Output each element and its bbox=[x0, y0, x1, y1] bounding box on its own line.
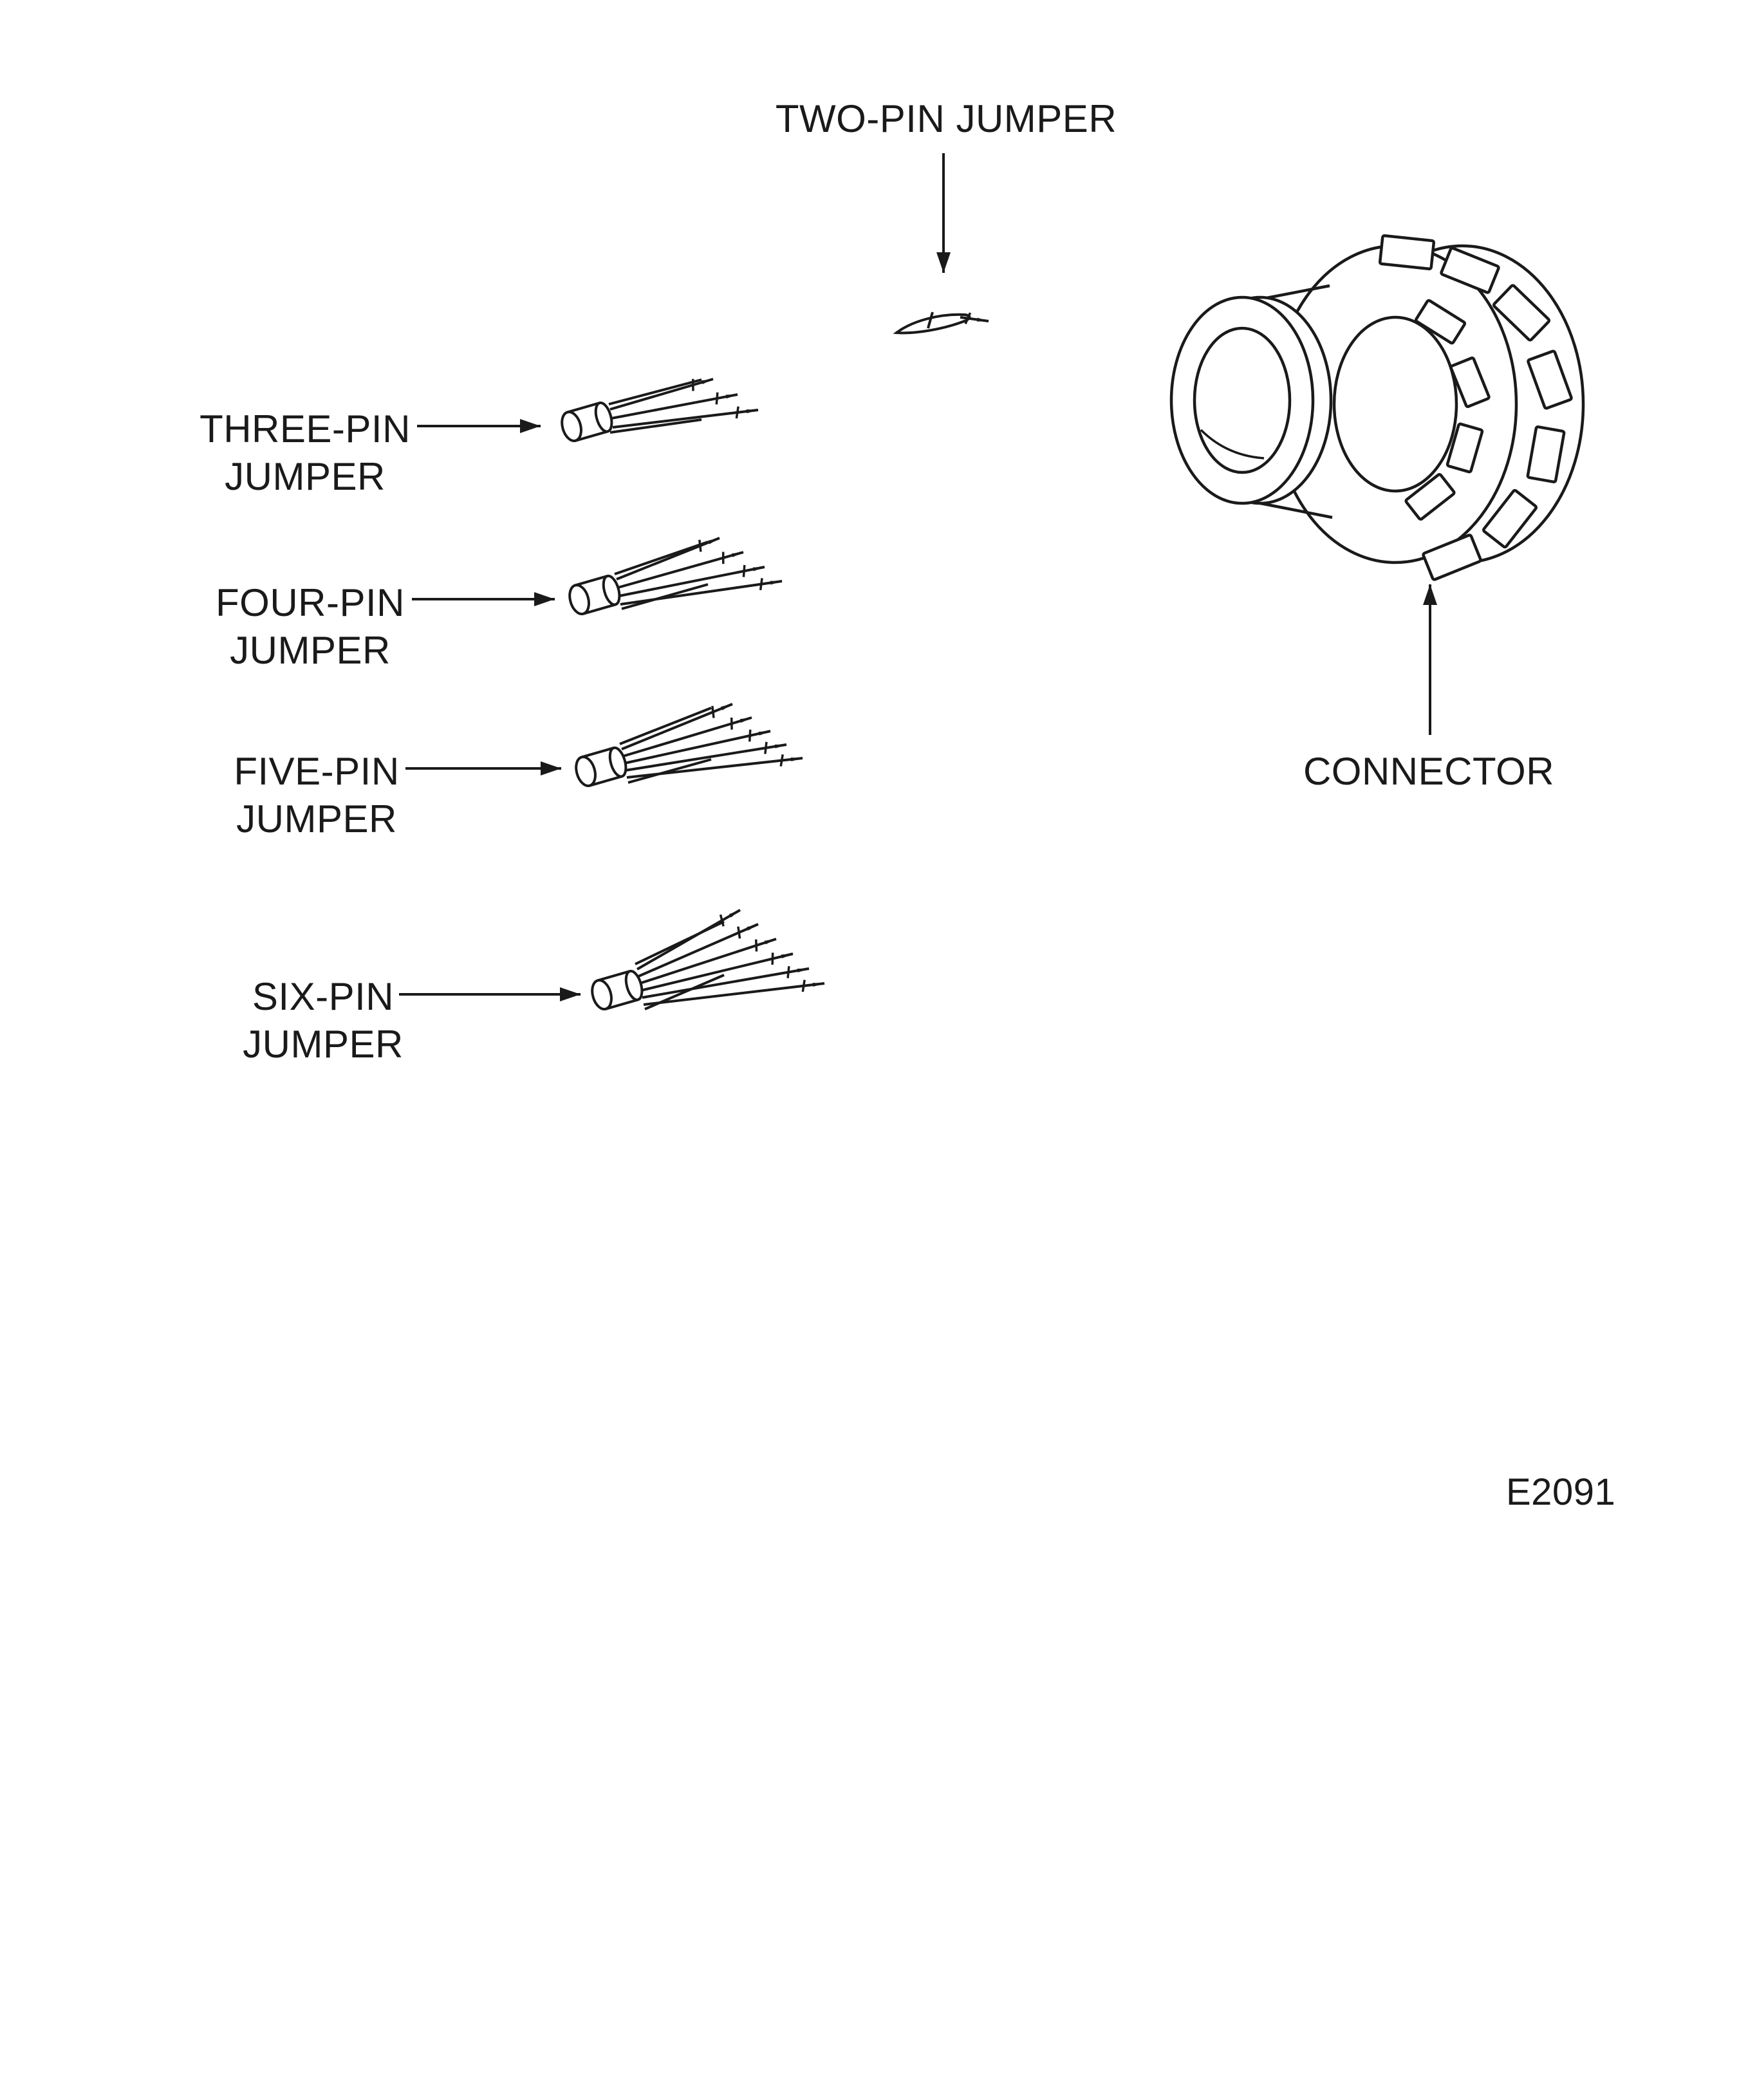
connector-label: CONNECTOR bbox=[1303, 750, 1555, 793]
four-pin-jumper-label-line2: JUMPER bbox=[230, 629, 391, 672]
three-pin-jumper-drawing bbox=[557, 378, 759, 445]
four-pin-jumper-drawing bbox=[565, 537, 783, 618]
five-pin-jumper-label-line1: FIVE-PIN bbox=[234, 750, 400, 793]
five-pin-jumper-label-line2: JUMPER bbox=[236, 797, 397, 841]
three-pin-jumper-label-line1: THREE-PIN bbox=[200, 407, 411, 451]
four-pin-jumper-label: FOUR-PIN JUMPER bbox=[214, 579, 407, 674]
three-pin-jumper-label-line2: JUMPER bbox=[225, 455, 386, 498]
figure-code: E2091 bbox=[1506, 1471, 1616, 1513]
three-pin-jumper-label: THREE-PIN JUMPER bbox=[191, 405, 420, 501]
six-pin-jumper-label: SIX-PIN JUMPER bbox=[242, 973, 404, 1068]
pointer-arrows bbox=[399, 153, 1437, 1001]
six-pin-jumper-drawing bbox=[588, 909, 825, 1013]
five-pin-jumper-label: FIVE-PIN JUMPER bbox=[232, 748, 402, 843]
four-pin-jumper-label-line1: FOUR-PIN bbox=[216, 581, 405, 624]
two-pin-jumper-drawing bbox=[893, 311, 989, 335]
connector-lugs bbox=[1378, 234, 1573, 581]
six-pin-jumper-label-line1: SIX-PIN bbox=[252, 975, 395, 1018]
connector-drawing bbox=[1169, 234, 1585, 581]
two-pin-jumper-label: TWO-PIN JUMPER bbox=[775, 97, 1117, 140]
six-pin-jumper-label-line2: JUMPER bbox=[243, 1023, 404, 1066]
five-pin-jumper-drawing bbox=[572, 703, 803, 790]
